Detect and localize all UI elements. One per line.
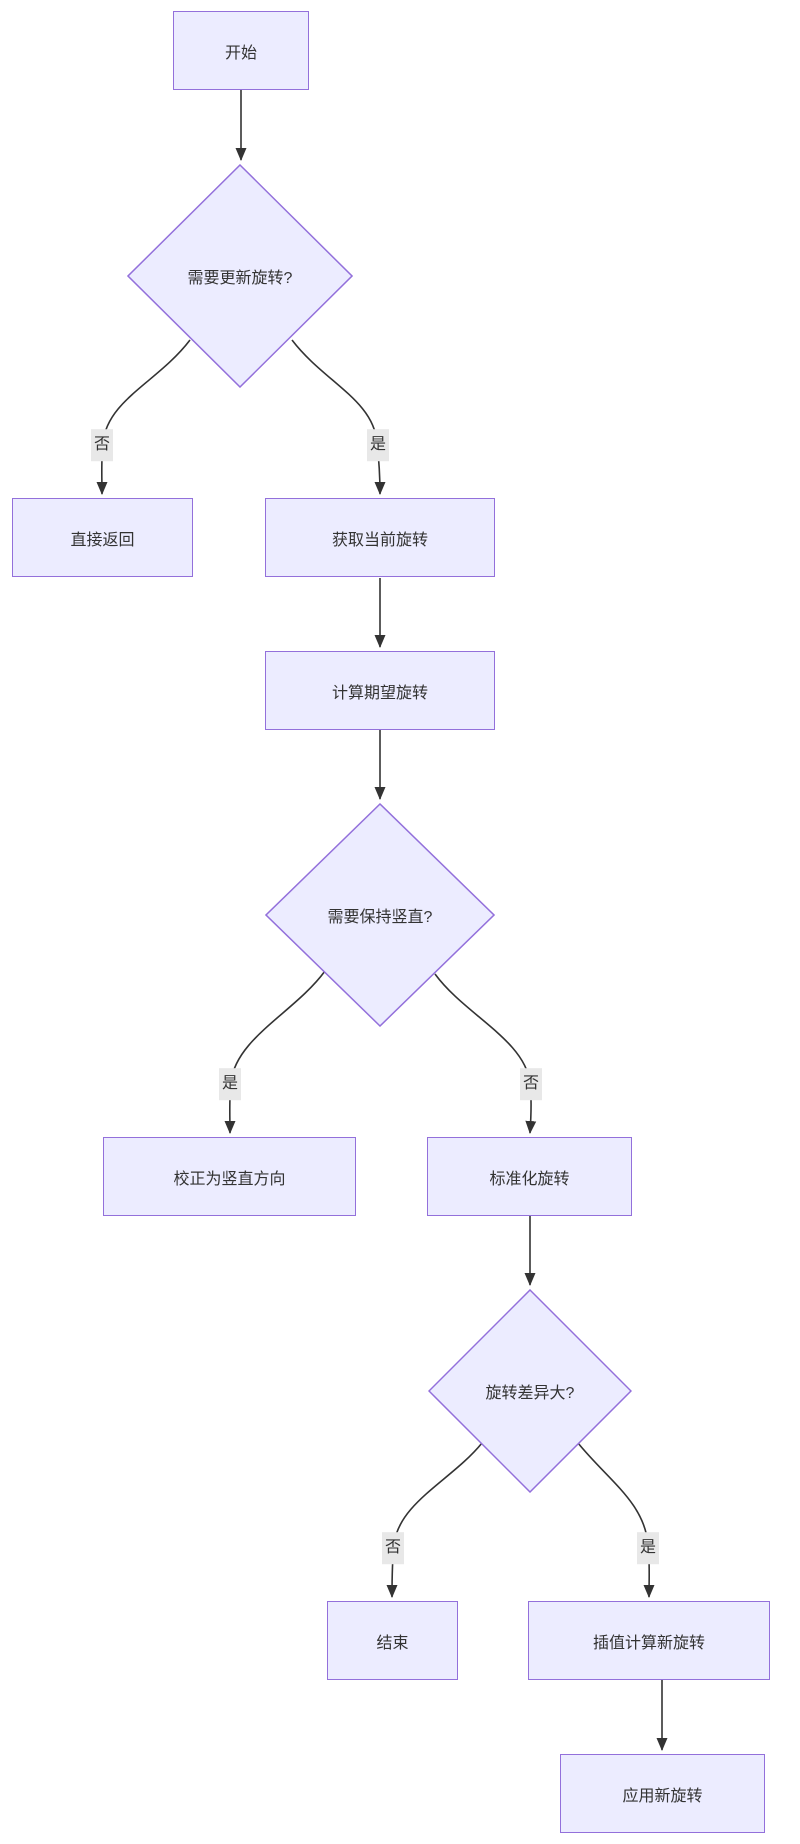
node-direct-return-label: 直接返回 — [70, 531, 135, 549]
edge-label-yes-2: 是 — [218, 1068, 242, 1100]
node-get-current-label: 获取当前旋转 — [331, 531, 428, 549]
edge-need-update-to-direct-return — [96, 339, 191, 495]
edge-keep-upright-to-correct-upright — [224, 970, 326, 1134]
node-end: 结束 — [327, 1601, 458, 1680]
node-apply: 应用新旋转 — [560, 1754, 765, 1833]
node-correct-upright-label: 校正为竖直方向 — [173, 1170, 286, 1188]
edge-label-yes-3: 是 — [636, 1532, 660, 1564]
node-end-label: 结束 — [376, 1634, 409, 1652]
edge-label-no-2: 否 — [519, 1068, 543, 1100]
edge-label-no-1: 否 — [90, 429, 114, 461]
node-start-label: 开始 — [224, 44, 257, 62]
edge-label-no-3: 否 — [381, 1532, 405, 1564]
diamond-shape — [127, 164, 353, 388]
node-calc-expected-label: 计算期望旋转 — [331, 684, 428, 702]
diamond-shape — [428, 1289, 632, 1493]
node-interpolate-label: 插值计算新旋转 — [592, 1634, 705, 1652]
node-correct-upright: 校正为竖直方向 — [103, 1137, 356, 1216]
node-normalize-label: 标准化旋转 — [489, 1170, 570, 1188]
node-keep-upright: 需要保持竖直? — [265, 803, 495, 1027]
node-apply-label: 应用新旋转 — [622, 1787, 703, 1805]
edge-diff-large-to-end — [386, 1442, 483, 1598]
edge-need-update-to-get-current — [291, 339, 386, 495]
node-direct-return: 直接返回 — [12, 498, 193, 577]
node-calc-expected: 计算期望旋转 — [265, 651, 495, 730]
node-diff-large: 旋转差异大? — [428, 1289, 632, 1493]
node-need-update-label: 需要更新旋转? — [187, 270, 293, 287]
node-start: 开始 — [173, 11, 309, 90]
node-interpolate: 插值计算新旋转 — [528, 1601, 770, 1680]
node-get-current: 获取当前旋转 — [265, 498, 495, 577]
node-need-update: 需要更新旋转? — [127, 164, 353, 388]
diamond-shape — [265, 803, 495, 1027]
node-normalize: 标准化旋转 — [427, 1137, 632, 1216]
node-diff-large-label: 旋转差异大? — [485, 1385, 575, 1402]
edge-label-yes-1: 是 — [366, 429, 390, 461]
node-keep-upright-label: 需要保持竖直? — [327, 909, 433, 926]
